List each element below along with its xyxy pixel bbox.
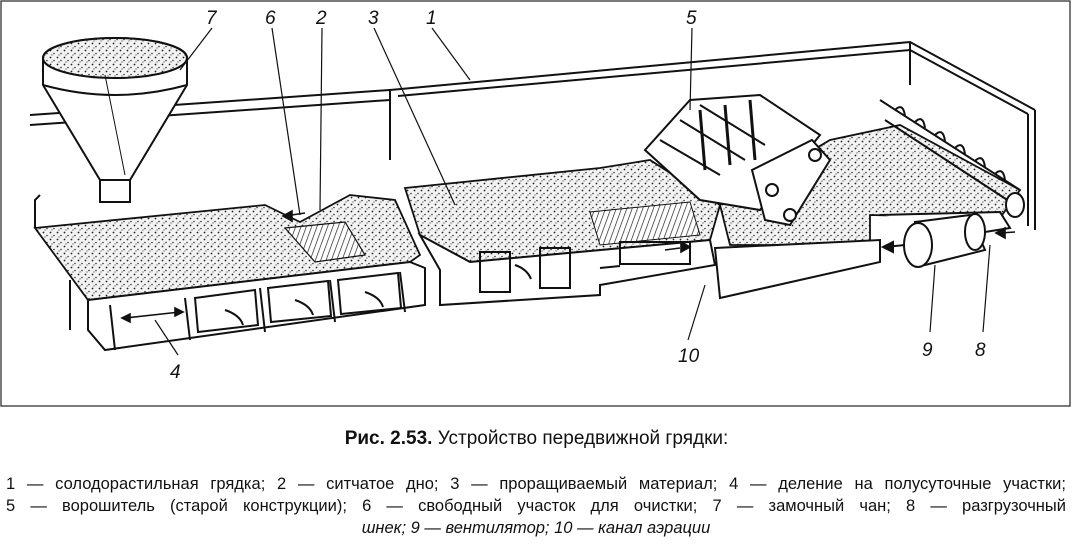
sieve-bottom (283, 221, 366, 263)
callout-9: 9 (922, 340, 933, 361)
callout-4: 4 (170, 362, 181, 383)
callout-8: 8 (975, 340, 986, 361)
callout-5: 5 (686, 8, 697, 29)
callout-1: 1 (426, 8, 437, 29)
half-day-section-arrow (120, 306, 185, 324)
middle-bed-cut (589, 201, 701, 246)
figure-number: Рис. 2.53. (344, 428, 433, 449)
legend-line-1: 1 — солодорастильная грядка; 2 — ситчато… (6, 475, 1066, 493)
left-bed-frame (69, 260, 426, 352)
fan (880, 213, 987, 268)
callout-10: 10 (678, 346, 700, 367)
unloading-screw (879, 99, 1025, 218)
moving-bed-diagram: 7 6 2 3 1 5 4 10 9 8 (0, 0, 1071, 407)
flow-arrows (281, 209, 1016, 254)
figure-frame (0, 0, 1071, 407)
legend-line-2: 5 — ворошитель (старой конструкции); 6 —… (6, 497, 1066, 515)
callout-6: 6 (265, 8, 276, 29)
figure-title: Устройство передвижной грядки: (437, 428, 729, 449)
steeping-tank (42, 37, 188, 203)
left-bed-edge (34, 194, 41, 228)
middle-bed-frame (417, 232, 717, 307)
turner (643, 93, 832, 227)
figure-legend: 1 — солодорастильная грядка; 2 — ситчато… (6, 473, 1066, 539)
callout-2: 2 (315, 8, 327, 29)
callout-7: 7 (206, 8, 218, 29)
callout-3: 3 (368, 8, 379, 29)
legend-line-3: шнек; 9 — вентилятор; 10 — канал аэрации (361, 519, 711, 537)
leader-lines (154, 27, 991, 356)
figure-caption: Рис. 2.53. Устройство передвижной грядки… (0, 428, 1073, 450)
